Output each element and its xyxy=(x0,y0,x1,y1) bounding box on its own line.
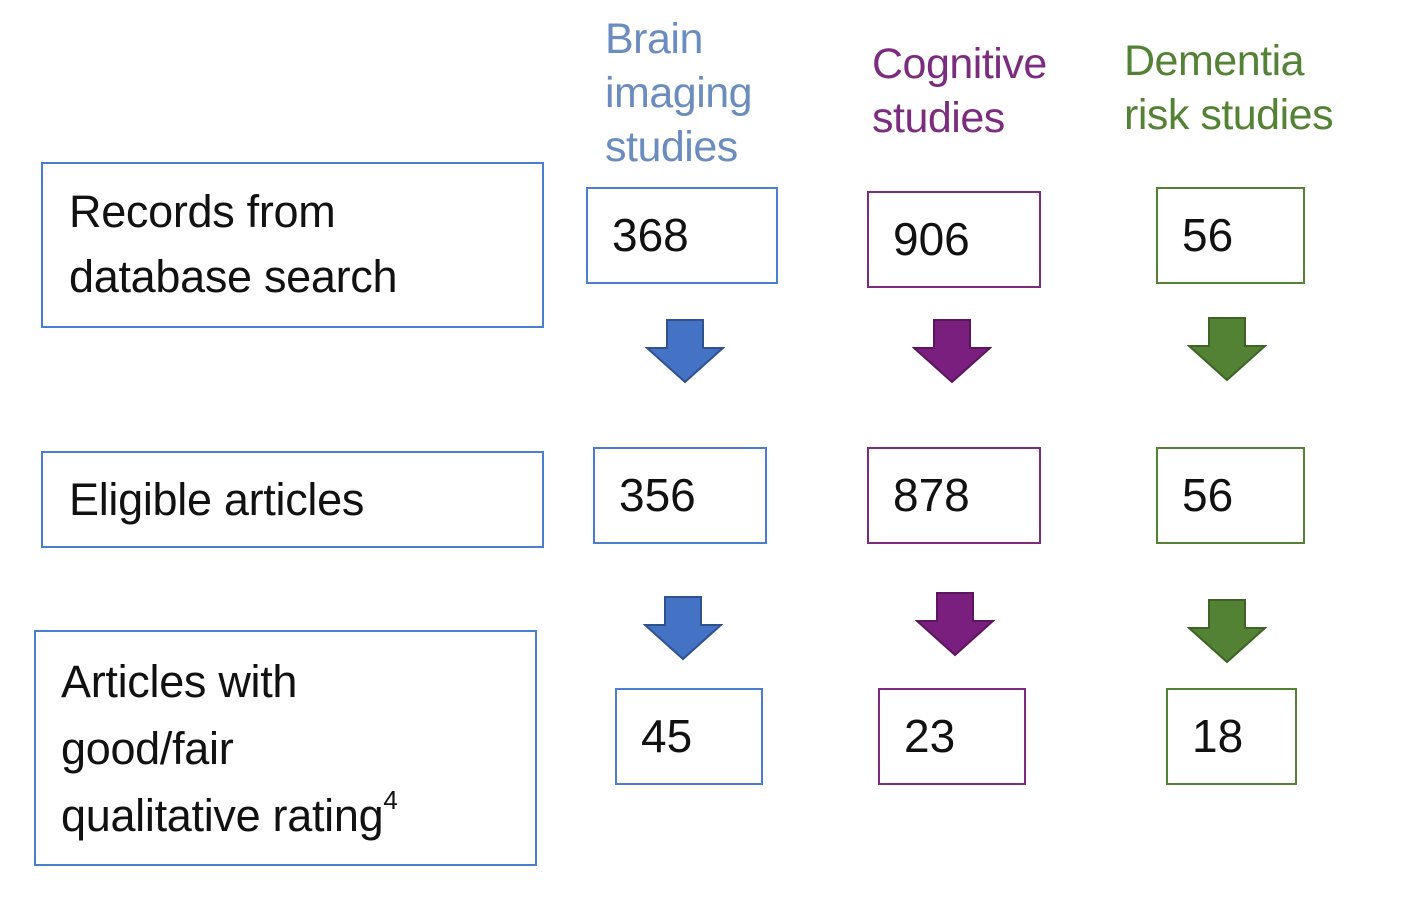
down-arrow-icon xyxy=(1187,317,1267,382)
good-label-line-2: good/fair xyxy=(61,723,234,774)
brain-header-line-2: imaging xyxy=(605,69,753,117)
dementia-eligible-count: 56 xyxy=(1156,447,1305,544)
brain-records-count: 368 xyxy=(586,187,778,284)
down-arrow-icon xyxy=(643,596,723,661)
cognitive-header-line-2: studies xyxy=(872,94,1005,142)
cognitive-good-count: 23 xyxy=(878,688,1026,785)
dementia-header: Dementia risk studies xyxy=(1124,34,1334,142)
brain-good-count: 45 xyxy=(615,688,763,785)
records-label-line-2: database search xyxy=(69,251,398,302)
dementia-header-line-1: Dementia xyxy=(1124,37,1305,85)
brain-header-line-1: Brain xyxy=(605,15,703,63)
brain-eligible-count: 356 xyxy=(593,447,767,544)
good-label-line-3: qualitative rating4 xyxy=(61,782,535,849)
cognitive-header-line-1: Cognitive xyxy=(872,40,1047,88)
dementia-good-count: 18 xyxy=(1166,688,1297,785)
down-arrow-icon xyxy=(1187,599,1267,664)
brain-header-line-3: studies xyxy=(605,123,738,171)
records-row-box: Records from database search xyxy=(41,162,544,328)
eligible-row-box: Eligible articles xyxy=(41,451,544,548)
good-label-line-3-text: qualitative rating xyxy=(61,790,384,841)
cognitive-eligible-count: 878 xyxy=(867,447,1041,544)
cognitive-records-count: 906 xyxy=(867,191,1041,288)
eligible-label: Eligible articles xyxy=(69,474,365,525)
footnote-marker: 4 xyxy=(383,785,398,815)
records-label-line-1: Records from xyxy=(69,186,336,237)
good-rating-row-box: Articles with good/fair qualitative rati… xyxy=(34,630,537,866)
down-arrow-icon xyxy=(645,319,725,384)
brain-imaging-header: Brain imaging studies xyxy=(605,12,753,174)
down-arrow-icon xyxy=(915,592,995,657)
down-arrow-icon xyxy=(912,319,992,384)
cognitive-header: Cognitive studies xyxy=(872,37,1047,145)
dementia-header-line-2: risk studies xyxy=(1124,91,1334,139)
dementia-records-count: 56 xyxy=(1156,187,1305,284)
good-label-line-1: Articles with xyxy=(61,656,298,707)
